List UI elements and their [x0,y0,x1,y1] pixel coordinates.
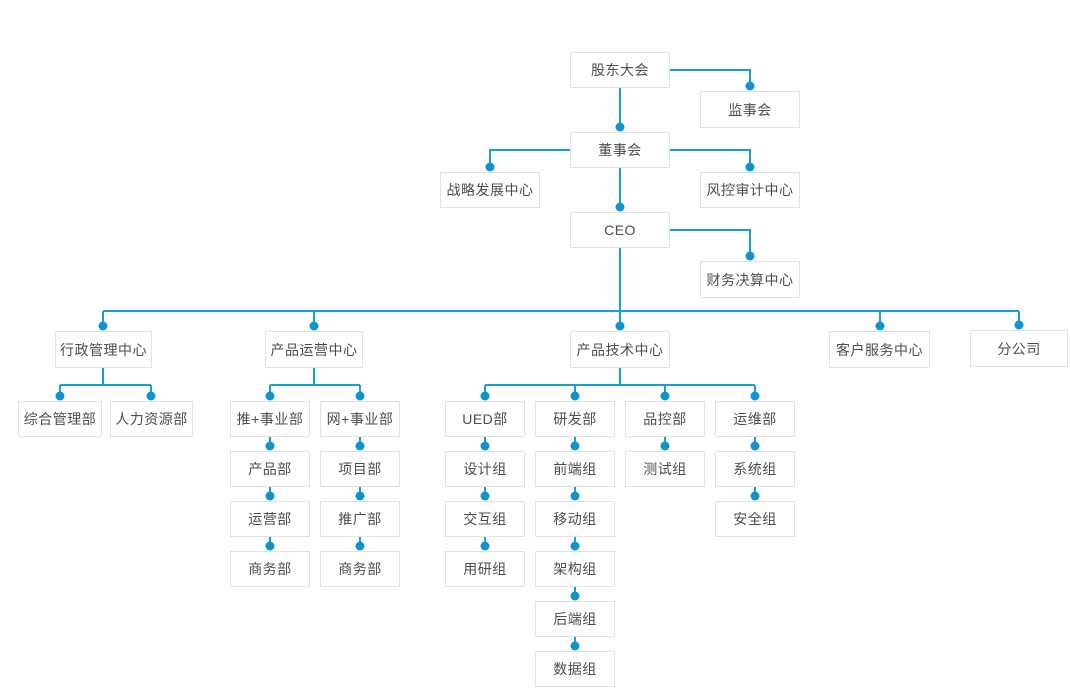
connector-dot [750,391,760,401]
org-node-test-group: 测试组 [625,451,705,487]
org-node-ceo: CEO [570,212,670,248]
org-node-om-dept: 运维部 [715,401,795,437]
connector-dot [480,441,490,451]
connector-dot [265,491,275,501]
org-node-risk-audit-center: 风控审计中心 [700,172,800,208]
org-node-board-of-directors: 董事会 [570,132,670,168]
connector-line [670,149,751,167]
org-node-ued-dept: UED部 [445,401,525,437]
org-node-architecture-group: 架构组 [535,551,615,587]
org-node-mobile-group: 移动组 [535,501,615,537]
org-node-finance-center: 财务决算中心 [700,261,800,298]
org-node-ops-center: 产品运营中心 [265,331,363,368]
connector-dot [615,321,625,331]
connector-dot [570,591,580,601]
connector-dot [745,251,755,261]
org-node-hr-dept: 人力资源部 [110,401,193,437]
connector-dot [660,441,670,451]
connector-dot [570,391,580,401]
org-node-project-dept: 项目部 [320,451,400,487]
connector-dot [480,391,490,401]
org-node-shareholders: 股东大会 [570,52,670,88]
connector-dot [355,491,365,501]
org-node-tech-center: 产品技术中心 [570,331,670,368]
org-node-business-dept-2: 商务部 [320,551,400,587]
connector-dot [570,491,580,501]
connector-line [670,69,751,86]
org-node-interaction-group: 交互组 [445,501,525,537]
org-node-customer-service-center: 客户服务中心 [829,331,930,368]
connector-dot [745,81,755,91]
connector-dot [745,162,755,172]
connector-dot [570,641,580,651]
connector-dot [355,391,365,401]
org-node-rd-dept: 研发部 [535,401,615,437]
org-node-frontend-group: 前端组 [535,451,615,487]
org-node-security-group: 安全组 [715,501,795,537]
org-node-business-dept-1: 商务部 [230,551,310,587]
connector-dot [265,391,275,401]
connector-dot [660,391,670,401]
connector-dot [750,441,760,451]
org-node-supervisory-board: 监事会 [700,91,800,128]
connector-dot [355,441,365,451]
connector-dot [570,541,580,551]
connector-dot [480,491,490,501]
connector-dot [875,321,885,331]
connector-dot [265,541,275,551]
connector-line [670,229,751,256]
org-node-design-group: 设计组 [445,451,525,487]
connector-dot [265,441,275,451]
connector-dot [480,541,490,551]
org-node-product-dept: 产品部 [230,451,310,487]
org-node-tui-business-unit: 推+事业部 [230,401,310,437]
org-node-system-group: 系统组 [715,451,795,487]
org-node-general-management-dept: 综合管理部 [18,401,102,437]
org-node-promotion-dept: 推广部 [320,501,400,537]
org-node-data-group: 数据组 [535,651,615,687]
connector-dot [146,391,156,401]
org-node-operation-dept: 运营部 [230,501,310,537]
connector-dot [98,321,108,331]
org-node-backend-group: 后端组 [535,601,615,637]
org-node-strategy-center: 战略发展中心 [440,172,540,208]
connector-line [489,149,570,167]
org-node-user-research-group: 用研组 [445,551,525,587]
org-node-admin-center: 行政管理中心 [55,331,152,368]
connector-dot [485,162,495,172]
connector-dot [309,321,319,331]
connector-dot [570,441,580,451]
connector-dot [615,202,625,212]
connector-dot [1014,320,1024,330]
connector-dot [55,391,65,401]
org-node-branch-company: 分公司 [970,330,1068,367]
org-node-wang-business-unit: 网+事业部 [320,401,400,437]
connector-dot [750,491,760,501]
org-node-qc-dept: 品控部 [625,401,705,437]
connector-dot [615,122,625,132]
connector-dot [355,541,365,551]
